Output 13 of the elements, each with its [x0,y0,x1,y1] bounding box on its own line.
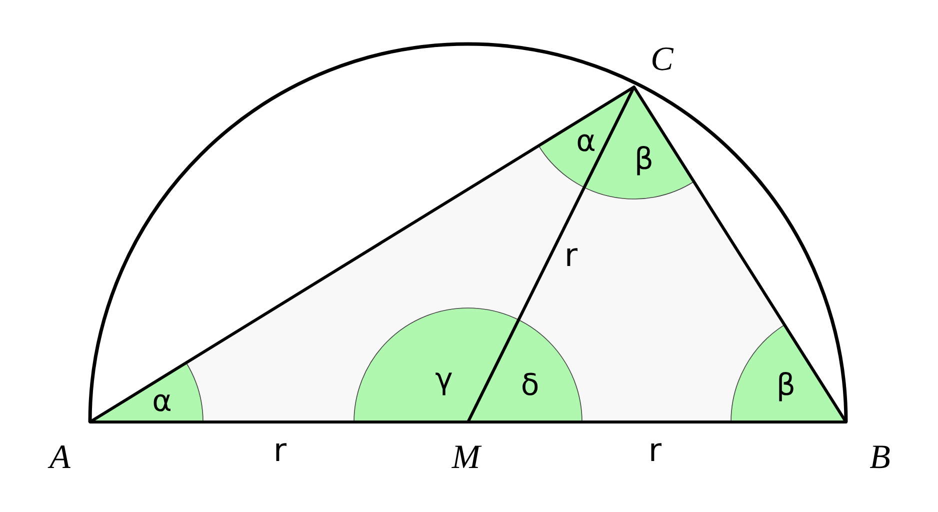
angle-label: β [776,371,796,401]
point-label: C [650,43,674,77]
point-label: A [50,441,70,475]
length-label: r [648,434,662,466]
angle-label: β [634,145,654,175]
length-label: r [273,434,287,466]
angle-label: γ [435,365,453,395]
angle-label: δ [520,371,540,401]
angle-label: α [152,387,172,417]
angle-label: α [576,127,596,157]
length-label: r [564,239,578,271]
point-label: B [870,441,890,475]
point-label: M [452,441,480,475]
